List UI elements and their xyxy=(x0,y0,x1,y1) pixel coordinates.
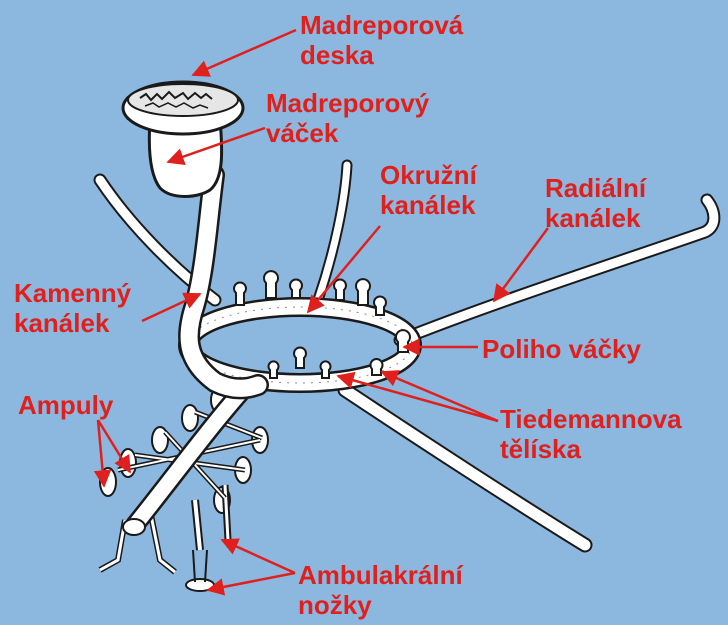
label-madreporovy-vacek: Madreporový váček xyxy=(266,88,429,148)
lower-left-arm xyxy=(100,382,268,591)
label-ampuly: Ampuly xyxy=(18,390,113,420)
polian-vesicle xyxy=(396,330,410,352)
arrow-tiedemannova-teliska-2 xyxy=(382,372,498,421)
canal-end-cap xyxy=(123,519,145,535)
label-tiedemannova-teliska: Tiedemannova tělíska xyxy=(500,404,682,464)
ampullae-and-tube-feet xyxy=(100,388,268,591)
tiedemann-body xyxy=(374,297,386,315)
stone-canal xyxy=(189,175,258,388)
label-okruzni-kanalek: Okružní kanálek xyxy=(380,160,477,220)
tiedemann-body xyxy=(269,361,279,378)
tiedemann-body xyxy=(334,280,346,300)
tiedemann-body xyxy=(356,279,370,305)
label-radialni-kanalek: Radiální kanálek xyxy=(545,173,646,233)
madreporic-plate xyxy=(123,82,243,134)
label-poliho-vacky: Poliho váčky xyxy=(482,334,641,364)
ampulla xyxy=(152,427,168,453)
tiedemann-body xyxy=(294,348,306,368)
polian-vesicle xyxy=(371,359,383,375)
arrow-ambulakralni-nozky-2 xyxy=(208,573,295,590)
label-kamenny-kanalek: Kamenný kanálek xyxy=(14,278,131,338)
tiedemann-body xyxy=(264,271,278,298)
ampulla xyxy=(120,449,136,477)
arrow-ambulakralni-nozky-1 xyxy=(222,540,295,573)
label-madreporova-deska: Madreporová deska xyxy=(300,10,463,70)
tiedemann-body xyxy=(234,283,246,305)
arrow-madreporova-deska xyxy=(193,30,296,75)
ampulla xyxy=(182,405,198,431)
tiedemann-body xyxy=(290,280,302,298)
label-ambulakralni-nozky: Ambulakrální nožky xyxy=(298,560,463,620)
tiedemann-body xyxy=(321,361,331,378)
